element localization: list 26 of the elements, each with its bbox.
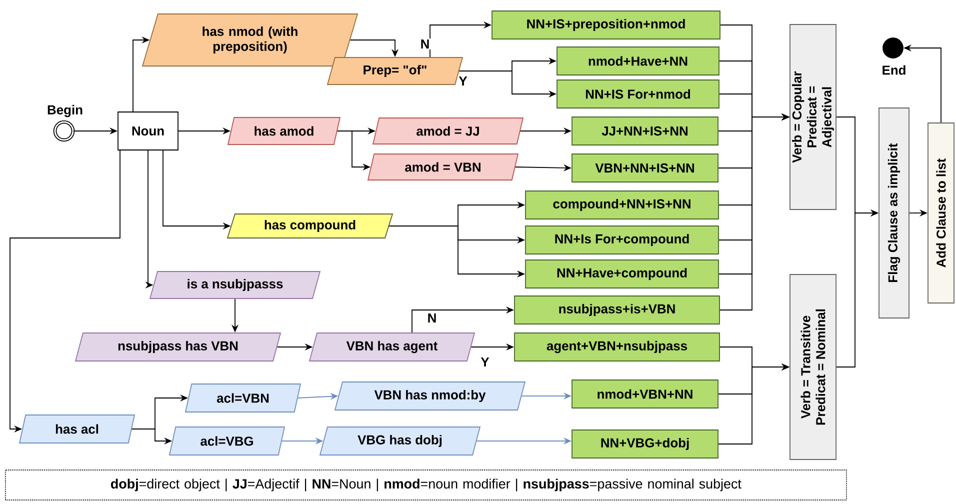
output-box: agent+VBN+nsubjpass bbox=[514, 332, 720, 362]
edge-label: N bbox=[426, 312, 438, 324]
action-bar: Verb = Transitive Predicat = Nominal bbox=[790, 274, 836, 460]
output-box: nmod+Have+NN bbox=[556, 46, 720, 76]
action-bar: Verb = Copular Predicat = Adjectival bbox=[790, 24, 836, 210]
output-box: NN+IS For+nmod bbox=[556, 80, 720, 108]
output-box: NN+IS+preposition+nmod bbox=[492, 10, 720, 40]
end-circle bbox=[882, 38, 904, 58]
output-box: nsubjpass+is+VBN bbox=[514, 296, 720, 324]
output-box: NN+Have+compound bbox=[525, 260, 719, 288]
output-box: NN+Is For+compound bbox=[525, 226, 719, 254]
edge-label: N bbox=[419, 38, 431, 50]
output-box: nmod+VBN+NN bbox=[572, 380, 718, 408]
node-label: Begin bbox=[48, 104, 82, 118]
action-bar: Flag Clause as implicit bbox=[878, 108, 910, 318]
edge-label: Y bbox=[480, 356, 490, 368]
output-box: compound+NN+IS+NN bbox=[525, 190, 719, 220]
start-circle bbox=[53, 120, 75, 142]
process-box: Noun bbox=[118, 112, 178, 150]
output-box: NN+VBG+dobj bbox=[572, 430, 718, 458]
output-box: JJ+NN+IS+NN bbox=[572, 116, 718, 146]
action-bar: Add Clause to list bbox=[928, 122, 954, 304]
edge-label: Y bbox=[458, 76, 468, 86]
node-label: End bbox=[882, 65, 906, 75]
output-box: VBN+NN+IS+NN bbox=[572, 154, 718, 182]
legend-note: dobj=direct object | JJ=Adjectif | NN=Noun | nmod=noun modifier | nsubjpass=passive nominal subject bbox=[5, 470, 847, 500]
